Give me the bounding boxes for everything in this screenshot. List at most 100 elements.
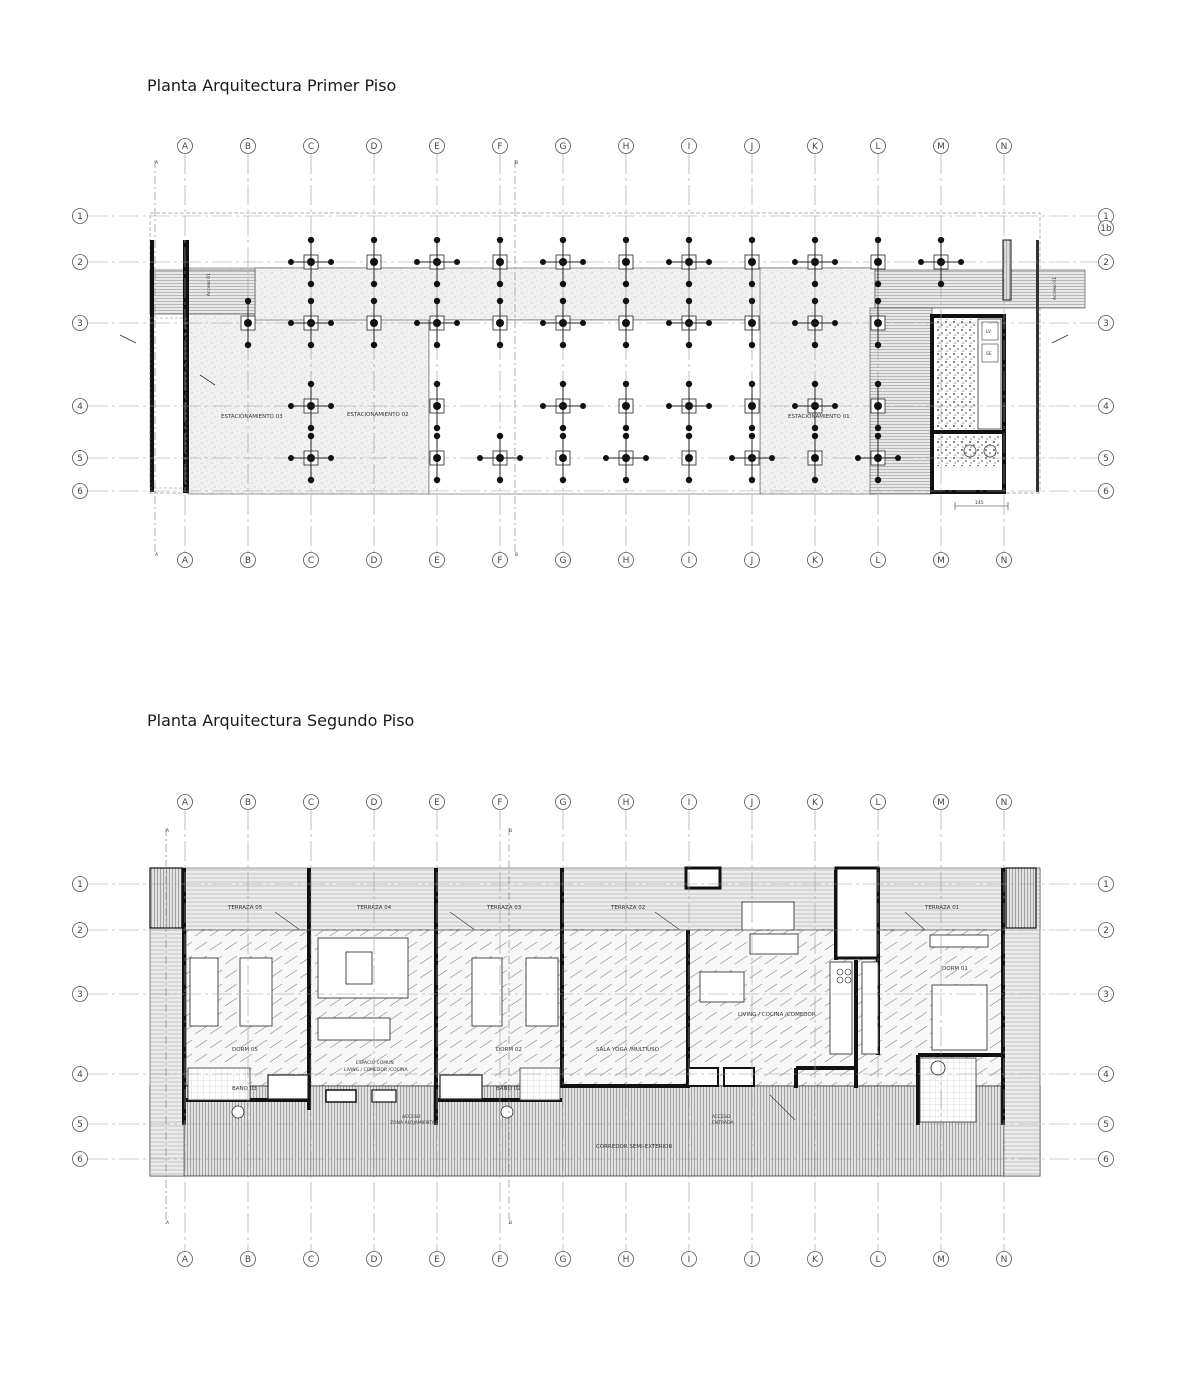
grid-label-col-G-bottom: G	[560, 1255, 567, 1265]
column-bolt	[832, 403, 838, 409]
grid-bubble-col-A-bottom	[177, 1251, 193, 1267]
column-post	[433, 454, 441, 462]
column-bolt	[496, 236, 504, 244]
section-mark-b-bottom-2: B	[509, 1220, 512, 1226]
column-bolt	[307, 280, 315, 288]
grid-label-col-I-top: I	[688, 142, 691, 152]
grid-bubble-row-1-left	[72, 876, 88, 892]
grid-label-row-4-left: 4	[77, 402, 83, 412]
column-post	[748, 258, 756, 266]
grid-label-col-J-top: J	[750, 798, 754, 808]
grid-label-row-2-left: 2	[77, 258, 83, 268]
grid-label-col-E-bottom: E	[434, 556, 440, 566]
column-bolt	[748, 380, 756, 388]
section-mark-a-bottom-2: A	[166, 1220, 170, 1226]
grid-bubble-col-C-top	[303, 138, 319, 154]
column-bolt	[307, 476, 315, 484]
column-bolt	[811, 432, 819, 440]
room-label-acceso1: ACCESO	[402, 1114, 421, 1120]
grid-label-col-I-bottom: I	[688, 556, 691, 566]
grid-bubble-col-E-top	[429, 138, 445, 154]
column-bolt	[748, 236, 756, 244]
grid-label-col-E-top: E	[434, 142, 440, 152]
column-bolt	[414, 320, 420, 326]
column-bolt	[622, 380, 630, 388]
grid-bubble-col-K-top	[807, 794, 823, 810]
grid-bubble-col-M-bottom	[933, 552, 949, 568]
grid-bubble-col-K-bottom	[807, 552, 823, 568]
column-bolt	[307, 432, 315, 440]
column-bolt	[559, 380, 567, 388]
room-label-living: LIVING / COCINA /COMEDOR	[738, 1012, 816, 1018]
first-floor-plan: Acceso 01 Acceso 01 LV SE ESTACIONAMIENT…	[72, 138, 1114, 568]
column-bolt	[370, 341, 378, 349]
room-label-ter01: TERRAZA 01	[924, 905, 959, 911]
room-label-comun1: ESPACIO COMUN	[356, 1060, 394, 1066]
grid-label-col-G-bottom: G	[560, 556, 567, 566]
grid-bubble-col-F-bottom	[492, 1251, 508, 1267]
grid-bubble-col-A-top	[177, 138, 193, 154]
column-bolt	[792, 403, 798, 409]
grid-label-row-3-left: 3	[77, 319, 83, 329]
grid-bubble-col-L-bottom	[870, 552, 886, 568]
column-bolt	[622, 280, 630, 288]
grid-label-col-G-top: G	[560, 142, 567, 152]
grid-bubble-col-B-top	[240, 138, 256, 154]
column-bolt	[622, 236, 630, 244]
column-bolt	[811, 297, 819, 305]
room-label-dorm05: DORM 05	[232, 1047, 258, 1053]
room-label-est03: ESTACIONAMIENTO 03	[221, 414, 283, 420]
column-bolt	[685, 476, 693, 484]
grid-label-row-6-right: 6	[1103, 1155, 1109, 1165]
grid-label-col-A-bottom: A	[182, 556, 189, 566]
grid-label-row-1b: 1b	[1100, 224, 1112, 234]
column-post	[496, 258, 504, 266]
grid-bubble-col-N-top	[996, 794, 1012, 810]
grid-label-col-I-bottom: I	[688, 1255, 691, 1265]
room-label-ter03: TERRAZA 03	[486, 905, 522, 911]
grid-label-col-N-top: N	[1001, 798, 1008, 808]
grid-label-col-F-bottom: F	[497, 1255, 502, 1265]
grid-label-row-2-right: 2	[1103, 258, 1109, 268]
column-bolt	[433, 476, 441, 484]
column-bolt	[748, 476, 756, 484]
column-bolt	[706, 320, 712, 326]
grid-label-col-C-bottom: C	[308, 556, 314, 566]
column-bolt	[685, 297, 693, 305]
column-bolt	[370, 280, 378, 288]
grid-bubble-col-M-top	[933, 794, 949, 810]
grid-bubble-col-A-bottom	[177, 552, 193, 568]
core-label-lv: LV	[986, 329, 992, 335]
grid-bubble-col-M-top	[933, 138, 949, 154]
grid-bubble-col-L-top	[870, 794, 886, 810]
grid-label-row-2-right: 2	[1103, 926, 1109, 936]
grid-bubble-row-5-right	[1098, 1116, 1114, 1132]
grid-bubble-col-E-bottom	[429, 1251, 445, 1267]
column-post	[748, 319, 756, 327]
room-label-corredor: CORREDOR SEMI-EXTERIOR	[596, 1144, 672, 1150]
grid-label-col-H-bottom: H	[623, 556, 630, 566]
grid-label-row-1-left: 1	[77, 880, 83, 890]
grid-bubble-col-E-top	[429, 794, 445, 810]
column-bolt	[370, 236, 378, 244]
column-post	[874, 258, 882, 266]
grid-label-col-D-top: D	[371, 798, 378, 808]
grid-label-col-B-bottom: B	[245, 556, 251, 566]
grid-bubble-col-H-top	[618, 138, 634, 154]
section-mark-b-top-2: B	[509, 828, 512, 834]
column-bolt	[748, 432, 756, 440]
column-bolt	[603, 455, 609, 461]
grid-label-col-J-bottom: J	[750, 1255, 754, 1265]
grid-bubble-col-G-bottom	[555, 552, 571, 568]
column-bolt	[685, 432, 693, 440]
column-post	[496, 319, 504, 327]
room-label-ter02: TERRAZA 02	[610, 905, 645, 911]
grid-bubble-row-5-left	[72, 1116, 88, 1132]
column-bolt	[496, 280, 504, 288]
column-bolt	[414, 259, 420, 265]
grid-bubble-col-A-top	[177, 794, 193, 810]
column-bolt	[433, 424, 441, 432]
column-bolt	[328, 403, 334, 409]
column-bolt	[748, 341, 756, 349]
grid-bubble-col-D-top	[366, 794, 382, 810]
